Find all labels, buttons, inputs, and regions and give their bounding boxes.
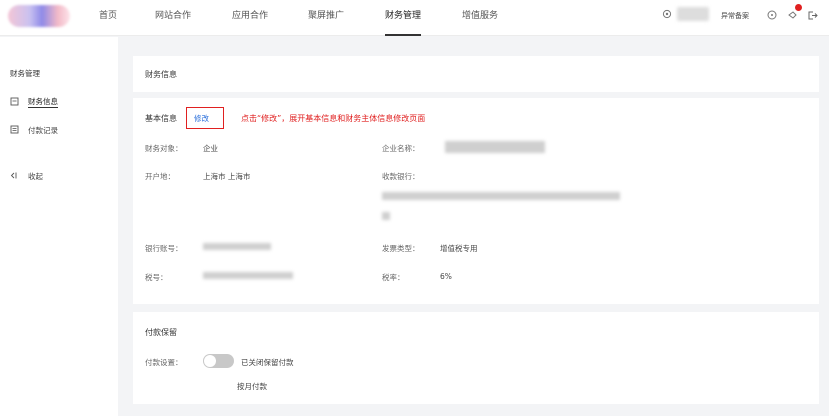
finance-object-label: 财务对象： bbox=[145, 144, 183, 153]
abnormal-filing-link[interactable]: 异常备案 bbox=[721, 12, 749, 20]
nav-item-website-cooperation[interactable]: 网站合作 bbox=[155, 11, 192, 21]
help-icon[interactable] bbox=[766, 9, 777, 20]
tax-number-label: 税号： bbox=[145, 273, 168, 282]
edit-button[interactable]: 修改 bbox=[194, 114, 209, 123]
company-name-label: 企业名称： bbox=[382, 144, 420, 153]
invoice-type-label: 发票类型： bbox=[382, 244, 420, 253]
notification-badge bbox=[795, 4, 802, 11]
edit-instruction-tip: 点击“修改”，展开基本信息和财务主体信息修改页面 bbox=[241, 114, 426, 123]
basic-info-title: 基本信息 bbox=[145, 114, 177, 123]
payment-hold-status: 已关闭保留付款 bbox=[241, 358, 294, 367]
notification-icon[interactable] bbox=[786, 9, 798, 21]
top-navigation-bar: 首页 网站合作 应用合作 聚屏推广 财务管理 增值服务 异常备案 bbox=[0, 0, 829, 36]
finance-info-header: 财务信息 bbox=[133, 56, 819, 92]
invoice-type-value: 增值税专用 bbox=[440, 244, 478, 253]
nav-item-app-cooperation[interactable]: 应用合作 bbox=[232, 11, 269, 21]
logo[interactable] bbox=[8, 5, 70, 27]
nav-item-home[interactable]: 首页 bbox=[99, 11, 118, 21]
sidebar-item-label: 付款记录 bbox=[28, 126, 58, 135]
payment-mode-text: 按月付款 bbox=[237, 382, 267, 391]
payment-hold-title: 付款保留 bbox=[145, 328, 177, 337]
company-name-value-redacted bbox=[445, 141, 545, 153]
tax-rate-value: 6% bbox=[440, 272, 452, 281]
document-icon bbox=[10, 97, 19, 108]
tax-number-value-redacted bbox=[203, 272, 293, 279]
account-location-value: 上海市 上海市 bbox=[203, 172, 251, 181]
avatar[interactable] bbox=[677, 7, 709, 21]
bank-account-value-redacted bbox=[203, 243, 271, 250]
receiving-bank-value-redacted bbox=[382, 192, 620, 200]
receiving-bank-value-redacted-2 bbox=[382, 212, 390, 220]
collapse-label: 收起 bbox=[28, 172, 43, 181]
page-title: 财务信息 bbox=[145, 70, 177, 79]
collapse-icon bbox=[10, 171, 19, 182]
basic-info-card bbox=[133, 98, 819, 304]
tax-rate-label: 税率： bbox=[382, 273, 405, 282]
payment-hold-toggle[interactable] bbox=[203, 354, 234, 368]
logout-icon[interactable] bbox=[806, 9, 818, 21]
sidebar-item-label: 财务信息 bbox=[28, 97, 58, 108]
sidebar-item-payment-records[interactable]: 付款记录 bbox=[10, 125, 58, 136]
sidebar-title: 财务管理 bbox=[10, 69, 40, 78]
receiving-bank-label: 收款银行： bbox=[382, 172, 420, 181]
payment-hold-card bbox=[133, 312, 819, 404]
toggle-knob bbox=[204, 355, 216, 367]
nav-item-finance-management[interactable]: 财务管理 bbox=[385, 0, 422, 36]
account-location-label: 开户地： bbox=[145, 172, 175, 181]
nav-item-screen-promotion[interactable]: 聚屏推广 bbox=[308, 11, 345, 21]
sidebar-collapse-button[interactable]: 收起 bbox=[10, 171, 43, 182]
bank-account-label: 银行账号： bbox=[145, 244, 183, 253]
payment-setting-label: 付款设置： bbox=[145, 358, 183, 367]
sidebar: 财务管理 财务信息 付款记录 收起 bbox=[0, 37, 118, 416]
nav-item-value-added-services[interactable]: 增值服务 bbox=[462, 11, 499, 21]
edit-highlight-box bbox=[186, 107, 224, 129]
receipt-icon bbox=[10, 125, 19, 136]
sidebar-item-finance-info[interactable]: 财务信息 bbox=[10, 96, 58, 108]
settings-icon[interactable] bbox=[661, 8, 673, 20]
finance-object-value: 企业 bbox=[203, 144, 218, 153]
